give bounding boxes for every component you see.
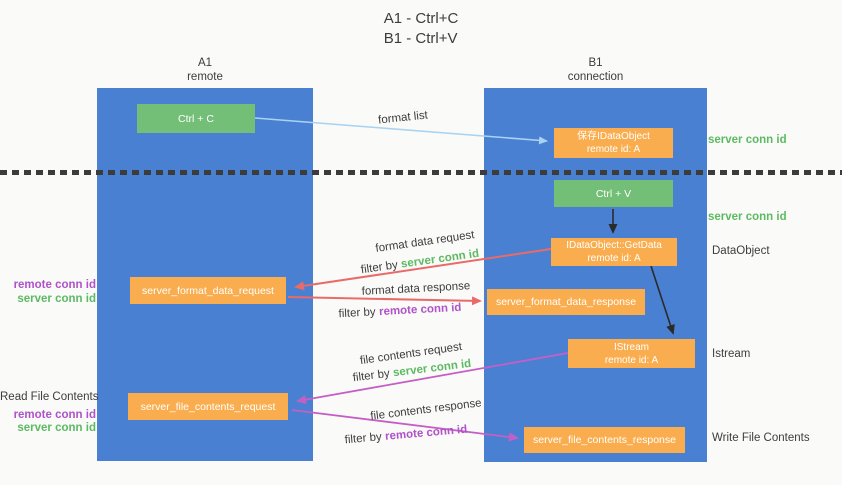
left-conn-id-stack-format: remote conn id server conn id xyxy=(0,279,96,306)
column-a1-name: A1 xyxy=(197,57,213,69)
server-conn-id-left-label-2: server conn id xyxy=(17,422,96,435)
server-conn-id-side-label-mid: server conn id xyxy=(708,211,787,223)
read-file-contents-label: Read File Contents xyxy=(0,391,99,403)
title-line-2: B1 - Ctrl+V xyxy=(383,30,458,48)
server-conn-id-side-label-top: server conn id xyxy=(708,134,787,146)
file-contents-response-arrow xyxy=(291,409,519,442)
save-idataobject-node: 保存IDataObject remote id: A xyxy=(554,128,673,158)
ctrl-c-node: Ctrl + C xyxy=(137,104,255,133)
format-list-arrow xyxy=(254,117,548,145)
istream-line2: remote id: A xyxy=(604,354,659,366)
server-format-data-request-label: server_format_data_request xyxy=(142,284,274,297)
server-file-contents-response-label: server_file_contents_response xyxy=(532,434,676,446)
idataobject-getdata-line2: remote id: A xyxy=(587,253,641,264)
save-idataobject-line1: 保存IDataObject xyxy=(577,131,650,142)
column-a1-subtitle: remote xyxy=(187,71,223,84)
ctrl-c-label: Ctrl + C xyxy=(178,112,214,125)
ctrl-v-node: Ctrl + V xyxy=(554,180,673,207)
left-file-contents-stack: Read File Contents remote conn id server… xyxy=(0,391,99,436)
remote-conn-id-left-label-1: remote conn id xyxy=(13,279,96,291)
idataobject-getdata-line1: IDataObject::GetData xyxy=(566,240,662,251)
session-divider-line xyxy=(0,170,842,175)
server-file-contents-request-label: server_file_contents_request xyxy=(140,400,276,413)
remote-conn-id-left-label-2: remote conn id xyxy=(13,408,96,421)
dataobject-side-label: DataObject xyxy=(712,245,770,257)
server-format-data-response-label: server_format_data_response xyxy=(495,296,637,308)
column-b1-name: B1 xyxy=(588,57,603,69)
server-file-contents-response-node: server_file_contents_response xyxy=(524,427,685,453)
server-conn-id-left-label-1: server conn id xyxy=(17,292,96,305)
getdata-to-istream-arrow xyxy=(650,265,675,335)
istream-side-label: Istream xyxy=(712,348,751,360)
diagram-title: A1 - Ctrl+C B1 - Ctrl+V xyxy=(0,9,842,50)
save-idataobject-line2: remote id: A xyxy=(586,144,641,155)
column-b1-subtitle: connection xyxy=(567,71,624,84)
server-format-data-response-node: server_format_data_response xyxy=(487,289,645,315)
title-line-1: A1 - Ctrl+C xyxy=(383,10,459,27)
ctrl-v-label: Ctrl + V xyxy=(595,187,632,200)
filter-by-text: filter by xyxy=(338,306,376,321)
format-data-request-arrow xyxy=(294,248,552,291)
server-format-data-request-node: server_format_data_request xyxy=(130,277,286,304)
istream-line1: IStream xyxy=(613,341,649,353)
idataobject-getdata-node: IDataObject::GetData remote id: A xyxy=(551,238,677,266)
server-file-contents-request-node: server_file_contents_request xyxy=(128,393,288,420)
format-data-response-arrow xyxy=(287,296,482,306)
file-contents-request-arrow xyxy=(296,352,569,405)
column-header-b1: B1 connection xyxy=(484,56,707,85)
write-file-contents-label: Write File Contents xyxy=(712,432,810,444)
istream-node: IStream remote id: A xyxy=(568,339,695,368)
column-header-a1: A1 remote xyxy=(97,56,313,85)
